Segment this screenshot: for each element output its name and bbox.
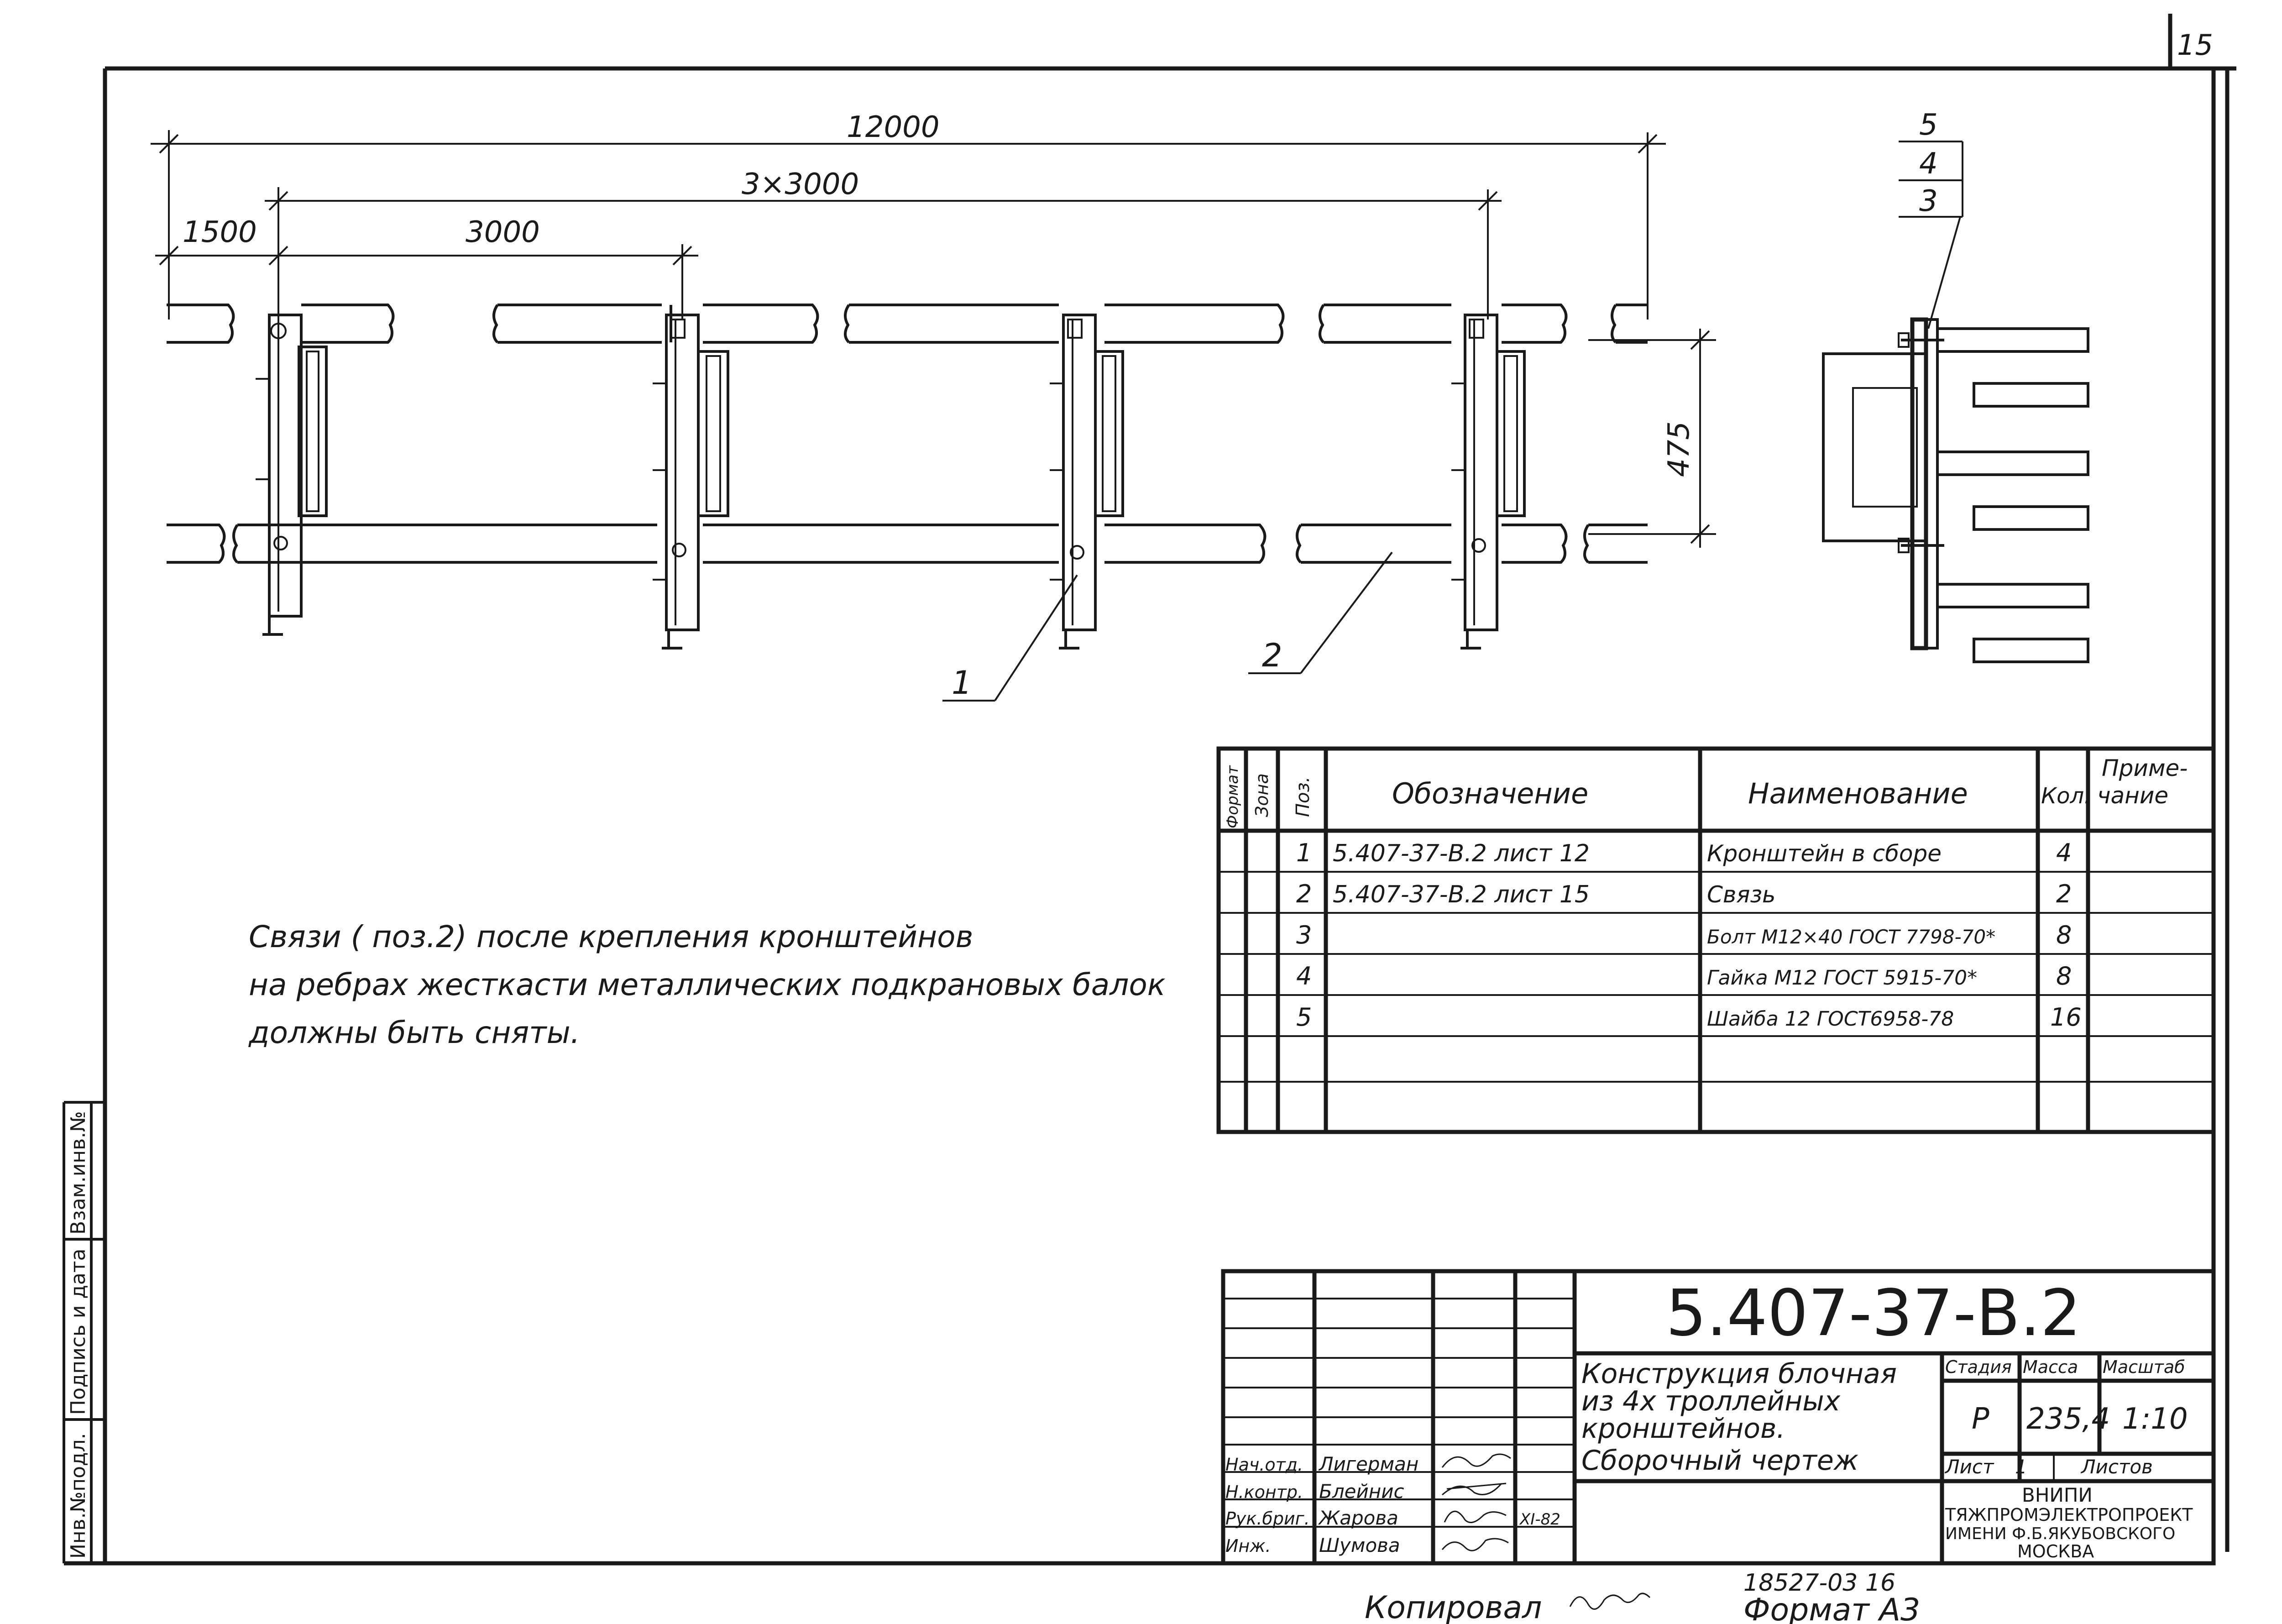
spec-row-name: Шайба 12 ГОСТ6958-78: [1707, 1007, 1954, 1031]
spec-header-format: Формат: [1224, 765, 1242, 828]
spec-row-designation: 5.407-37-В.2 лист 12: [1333, 840, 1590, 867]
dimension-end-offset-label: 1500: [183, 215, 257, 249]
signer-name: Лигерман: [1318, 1453, 1418, 1475]
stage-value: Р: [1972, 1402, 1989, 1436]
doc-code: 5.407-37-В.2: [1666, 1276, 2081, 1351]
callout-pos3: 3: [1919, 184, 1938, 218]
dimension-spacing-label: 3×3000: [742, 168, 859, 201]
title-line-2: из 4х троллейных: [1581, 1385, 1841, 1417]
dimension-spacing: [265, 187, 1502, 320]
mass-value: 235,4: [2026, 1402, 2110, 1436]
spec-row-qty: 2: [2056, 880, 2072, 908]
footer-copied: Копировал: [1365, 1590, 1542, 1624]
bracket-2: [653, 314, 729, 650]
org-line-1: ВНИПИ: [2022, 1484, 2093, 1506]
dimension-overall-label: 12000: [847, 110, 940, 144]
callout-pos5: 5: [1919, 108, 1938, 142]
side-stamp: [63, 1101, 105, 1563]
copier-signature: [1569, 1593, 1651, 1610]
spec-header-pos: Поз.: [1293, 776, 1314, 817]
org-line-3: ИМЕНИ Ф.Б.ЯКУБОВСКОГО: [1945, 1524, 2175, 1543]
side-stamp-sign-date: Подпись и дата: [67, 1249, 90, 1415]
stage-label: Стадия: [1945, 1357, 2012, 1377]
spec-row-qty: 16: [2050, 1003, 2082, 1032]
callout-leader-2: [1248, 551, 1393, 674]
scale-label: Масштаб: [2103, 1357, 2185, 1377]
footer-order: 18527-03 16: [1743, 1569, 1895, 1597]
spec-row-qty: 8: [2056, 921, 2072, 949]
signer-row-1: Нач.отд. Лигерман: [1225, 1453, 1511, 1475]
dimension-bay: [155, 244, 698, 320]
upper-beam: [167, 304, 1648, 344]
spec-header-note-1: Приме-: [2102, 755, 2188, 781]
spec-header-qty: Кол.: [2041, 783, 2091, 809]
spec-row-pos: 3: [1296, 921, 1312, 949]
title-block: [1221, 1269, 2216, 1566]
signer-role: Н.контр.: [1225, 1482, 1303, 1502]
side-stamp-inv-orig: Инв.№подл.: [67, 1433, 90, 1559]
footer-format: Формат А3: [1743, 1592, 1920, 1624]
spec-row-pos: 5: [1296, 1003, 1312, 1032]
signer-role: Инж.: [1225, 1536, 1271, 1556]
spec-row-pos: 2: [1296, 880, 1312, 908]
signer-role: Рук.бриг.: [1225, 1509, 1310, 1529]
bracket-4: [1451, 314, 1526, 650]
spec-table: [1216, 746, 2216, 1134]
callout-pos4: 4: [1919, 147, 1938, 181]
spec-row-5: 5 Шайба 12 ГОСТ6958-78 16: [1296, 1003, 2082, 1032]
spec-row-designation: 5.407-37-В.2 лист 15: [1333, 881, 1590, 908]
title-line-4: Сборочный чертеж: [1581, 1445, 1858, 1477]
sheet-label: Лист: [1944, 1456, 1994, 1478]
spec-row-name: Болт М12×40 ГОСТ 7798-70*: [1707, 926, 1995, 948]
sheets-label: Листов: [2080, 1456, 2153, 1478]
spec-row-pos: 1: [1296, 838, 1312, 867]
spec-row-name: Кронштейн в сборе: [1707, 840, 1942, 867]
spec-row-qty: 4: [2056, 838, 2072, 867]
mass-label: Масса: [2023, 1357, 2078, 1377]
lower-beam: [167, 524, 1648, 564]
scale-value: 1:10: [2122, 1402, 2188, 1436]
spec-row-3: 3 Болт М12×40 ГОСТ 7798-70* 8: [1296, 921, 2072, 949]
sheet-value: 1: [2015, 1456, 2027, 1478]
spec-row-name: Связь: [1707, 881, 1776, 908]
spec-header-zone: Зона: [1252, 773, 1272, 817]
dimension-bay-label: 3000: [466, 215, 540, 249]
spec-header-name: Наименование: [1748, 777, 1968, 810]
signer-row-3: Рук.бриг. Жарова XI-82: [1225, 1507, 1560, 1529]
dimension-height-label: 475: [1662, 421, 1696, 477]
signer-name: Шумова: [1319, 1534, 1400, 1556]
spec-row-name: Гайка М12 ГОСТ 5915-70*: [1707, 966, 1977, 990]
org-line-2: ТЯЖПРОМЭЛЕКТРОПРОЕКТ: [1945, 1505, 2193, 1525]
dimension-overall: [151, 130, 1666, 320]
bracket-1: [256, 314, 328, 636]
side-view: [1822, 141, 2089, 663]
spec-row-pos: 4: [1296, 962, 1312, 990]
callout-pos2: 2: [1262, 637, 1282, 674]
title-line-1: Конструкция блочная: [1581, 1358, 1897, 1390]
note-line-3: должны быть сняты.: [248, 1015, 580, 1050]
spec-header-designation: Обозначение: [1392, 777, 1588, 810]
callout-leader-1: [942, 574, 1078, 702]
dimension-height: [1588, 329, 1716, 548]
callout-pos1: 1: [952, 664, 972, 702]
spec-row-1: 1 5.407-37-В.2 лист 12 Кронштейн в сборе…: [1296, 838, 2072, 867]
spec-row-4: 4 Гайка М12 ГОСТ 5915-70* 8: [1296, 962, 2072, 990]
signer-row-2: Н.контр. Блейнис: [1225, 1480, 1507, 1503]
side-stamp-replace-inv: Взам.инв.№: [67, 1111, 90, 1235]
signer-row-4: Инж. Шумова: [1225, 1534, 1509, 1556]
signer-name: Блейнис: [1319, 1480, 1404, 1503]
spec-header-note-2: чание: [2097, 782, 2168, 809]
spec-row-qty: 8: [2056, 962, 2072, 990]
note-line-2: на ребрах жесткасти металлических подкра…: [249, 967, 1166, 1002]
signer-role: Нач.отд.: [1225, 1455, 1303, 1475]
signer-name: Жарова: [1318, 1507, 1398, 1529]
sheet-number: 15: [2177, 28, 2213, 62]
bracket-3: [1050, 314, 1124, 650]
note-line-1: Связи ( поз.2) после крепления кронштейн…: [249, 919, 973, 954]
org-line-4: МОСКВА: [2017, 1541, 2094, 1561]
spec-row-2: 2 5.407-37-В.2 лист 15 Связь 2: [1296, 880, 2072, 908]
signer-date: XI-82: [1519, 1510, 1560, 1529]
title-line-3: кронштейнов.: [1581, 1413, 1785, 1445]
